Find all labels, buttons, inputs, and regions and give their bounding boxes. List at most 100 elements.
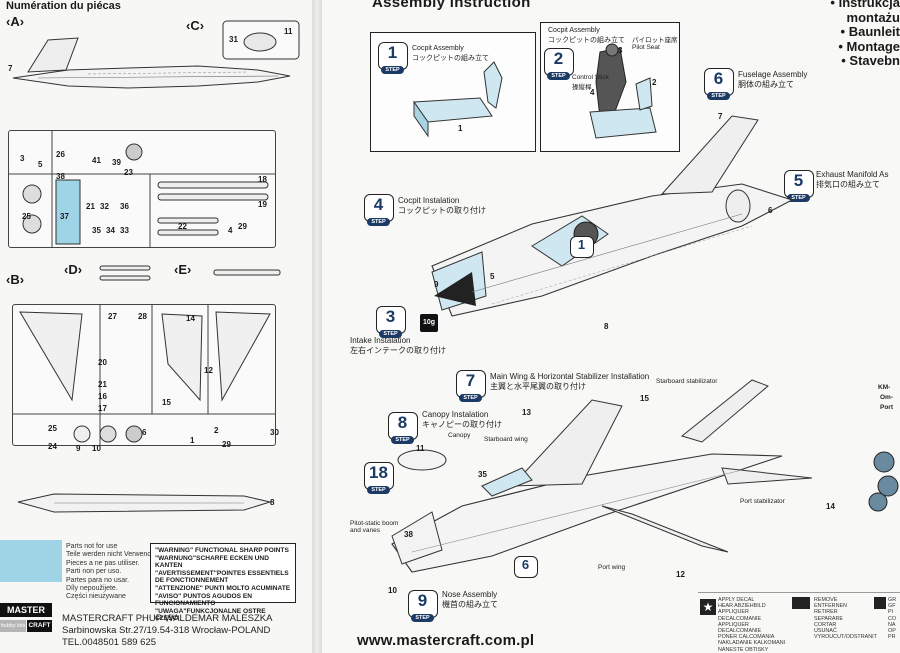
part-number: 28 (138, 312, 147, 321)
part-number: 20 (98, 358, 107, 367)
part-number: 21 (98, 380, 107, 389)
part-number: 35 (92, 226, 101, 235)
section-b-label: ‹B› (6, 272, 25, 287)
part-number: 38 (56, 172, 65, 181)
part-number: 35 (478, 470, 487, 479)
part-number: 13 (522, 408, 531, 417)
starboard-stabilizer-label: Starboard stabilizator (656, 378, 718, 385)
part-number: 3 (20, 154, 25, 163)
not-for-use-color-swatch (0, 540, 62, 582)
part-number: 10 (92, 444, 101, 453)
part-number: 30 (270, 428, 279, 437)
pitot-boom-label: Pitot-static boom and vanes (350, 520, 399, 534)
sprue-d-e-parts (99, 265, 281, 281)
part-number: 21 (86, 202, 95, 211)
part-number: 8 (270, 498, 275, 507)
part-number: 10 (388, 586, 397, 595)
part-number: 11 (284, 27, 293, 36)
exhaust-detail-drawing (868, 451, 899, 512)
cutter-icon (792, 597, 810, 609)
part-number: 39 (112, 158, 121, 167)
part-number: 25 (22, 212, 31, 221)
part-number: 37 (60, 212, 69, 221)
star-icon: ★ (700, 599, 716, 615)
part-number: 25 (48, 424, 57, 433)
assembly-title: Assembly instruction (372, 0, 531, 11)
part-number: 14 (186, 314, 195, 323)
parts-numbering-header: Numération du piécas (6, 0, 121, 12)
part-number: 2 (214, 426, 219, 435)
part-number: 26 (56, 150, 65, 159)
fuselage-assembly-drawing (431, 115, 794, 317)
part-number: 6 (142, 428, 147, 437)
part-number: 17 (98, 404, 107, 413)
part-number: 15 (640, 394, 649, 403)
section-d-label: ‹D› (64, 262, 83, 277)
part-number: 31 (229, 35, 238, 44)
warning-box: "WARNING" FUNCTIONAL SHARP POINTS "WARNU… (150, 543, 296, 622)
part-number: 27 (108, 312, 117, 321)
starboard-wing-label: Starboard wing (484, 436, 528, 443)
part-number: 8 (604, 322, 609, 331)
page-fold (312, 0, 322, 653)
part-number: 1 (190, 436, 195, 445)
weight-badge: 10g (420, 314, 438, 332)
part-number: 7 (718, 112, 723, 121)
language-titles: • Instrukcja montażu • Baunleit • Montag… (830, 0, 900, 68)
part-number: 38 (404, 530, 413, 539)
fuselage-side-drawing (12, 37, 291, 89)
part-number: 4 (590, 88, 595, 97)
part-number: 18 (258, 175, 267, 184)
step-1-ref-badge: 1 (570, 236, 594, 258)
part-number: 36 (120, 202, 129, 211)
part-number: 12 (204, 366, 213, 375)
part-number: 5 (490, 272, 495, 281)
part-number: 7 (8, 64, 13, 73)
website-url: www.mastercraft.com.pl (357, 632, 535, 649)
cockpit-tub-drawing (413, 61, 503, 138)
part-number: 1 (458, 124, 463, 133)
section-a-label: ‹A› (6, 14, 25, 29)
part-number: 4 (228, 226, 233, 235)
part-number: 9 (434, 280, 439, 289)
part-number: 41 (92, 156, 101, 165)
port-stabilizer-label: Port stabilizator (740, 498, 785, 505)
canopy-label: Canopy (448, 432, 471, 439)
parts-layout-page: Numération du piécas ‹A› ‹C› ‹B› ‹D› ‹E›… (0, 0, 312, 653)
ejection-seat-drawing (589, 43, 657, 139)
part-number: 19 (258, 200, 267, 209)
part-number: 29 (222, 440, 231, 449)
part-number: 15 (162, 398, 171, 407)
glue-icon (874, 597, 886, 609)
part-number: 11 (416, 444, 425, 453)
part-number: 23 (124, 168, 133, 177)
company-address: MASTERCRAFT PHUP WALDEMAR MALESZKA Sarbi… (62, 613, 273, 648)
sprue-b-parts (12, 304, 276, 446)
part-number: 22 (178, 222, 187, 231)
part-number: 9 (76, 444, 81, 453)
part-number: 6 (768, 206, 773, 215)
part-number: 32 (100, 202, 109, 211)
sprue-c-drawing (222, 20, 300, 60)
section-c-label: ‹C› (186, 18, 205, 33)
port-label: Port (880, 404, 893, 411)
